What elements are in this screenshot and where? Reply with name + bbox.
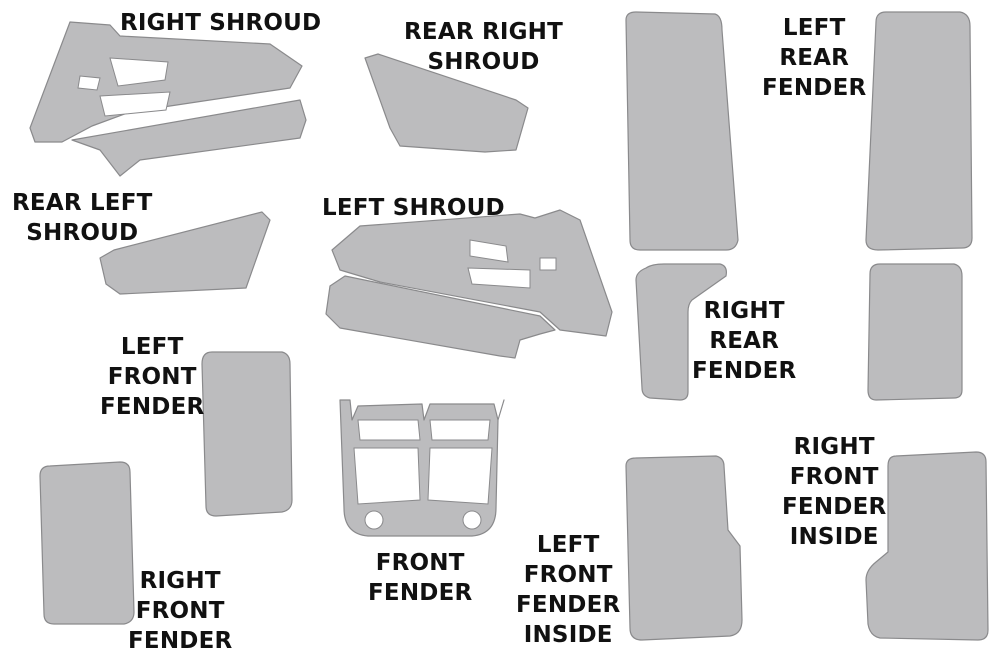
label-right-shroud: RIGHT SHROUD [120, 8, 321, 38]
label-line: FRONT [135, 598, 225, 624]
left-rear-fender-piece-b [865, 11, 973, 251]
label-right-rear-fender: RIGHT REAR FENDER [692, 296, 796, 386]
label-line: FENDER [762, 75, 867, 101]
label-line: FRONT [523, 562, 613, 588]
label-line: INSIDE [523, 622, 613, 648]
label-front-fender: FRONT FENDER [368, 548, 472, 608]
label-line: RIGHT [139, 568, 221, 594]
label-line: FENDER [128, 628, 233, 654]
label-left-shroud: LEFT SHROUD [322, 193, 505, 223]
left-shroud-piece [325, 209, 613, 359]
rear-left-shroud-piece [99, 211, 271, 295]
label-line: LEFT [120, 334, 184, 360]
label-line: FRONT [789, 464, 879, 490]
label-right-front-fender-inside: RIGHT FRONT FENDER INSIDE [782, 432, 886, 552]
right-rear-fender-piece-b [867, 263, 963, 401]
label-line: RIGHT SHROUD [120, 10, 322, 36]
label-line: SHROUD [26, 220, 139, 246]
right-front-fender-inside-piece [865, 451, 989, 641]
label-line: FENDER [368, 580, 473, 606]
label-rear-right-shroud: REAR RIGHT SHROUD [404, 17, 563, 77]
left-front-fender-piece [201, 351, 293, 517]
right-shroud-piece [29, 21, 307, 177]
label-line: LEFT SHROUD [322, 195, 505, 221]
label-line: FENDER [516, 592, 621, 618]
left-front-fender-inside-piece [625, 455, 743, 641]
right-front-fender-piece [39, 461, 135, 625]
label-line: FENDER [782, 494, 887, 520]
label-line: FRONT [107, 364, 197, 390]
label-left-front-fender: LEFT FRONT FENDER [100, 332, 204, 422]
label-rear-left-shroud: REAR LEFT SHROUD [12, 188, 153, 248]
label-line: FENDER [100, 394, 205, 420]
label-line: FRONT [375, 550, 465, 576]
label-line: REAR LEFT [12, 190, 153, 216]
label-right-front-fender: RIGHT FRONT FENDER [128, 566, 232, 656]
label-left-rear-fender: LEFT REAR FENDER [762, 13, 866, 103]
label-line: REAR [779, 45, 850, 71]
label-line: LEFT [782, 15, 846, 41]
left-rear-fender-piece-a [625, 11, 739, 251]
front-fender-piece [339, 399, 505, 537]
label-line: INSIDE [789, 524, 879, 550]
label-left-front-fender-inside: LEFT FRONT FENDER INSIDE [516, 530, 620, 650]
label-line: RIGHT [793, 434, 875, 460]
right-rear-fender-piece-a [635, 263, 727, 401]
label-line: RIGHT [703, 298, 785, 324]
label-line: SHROUD [427, 49, 540, 75]
label-line: LEFT [536, 532, 600, 558]
label-line: REAR RIGHT [404, 19, 564, 45]
label-line: FENDER [692, 358, 797, 384]
rear-right-shroud-piece [364, 53, 529, 153]
label-line: REAR [709, 328, 780, 354]
